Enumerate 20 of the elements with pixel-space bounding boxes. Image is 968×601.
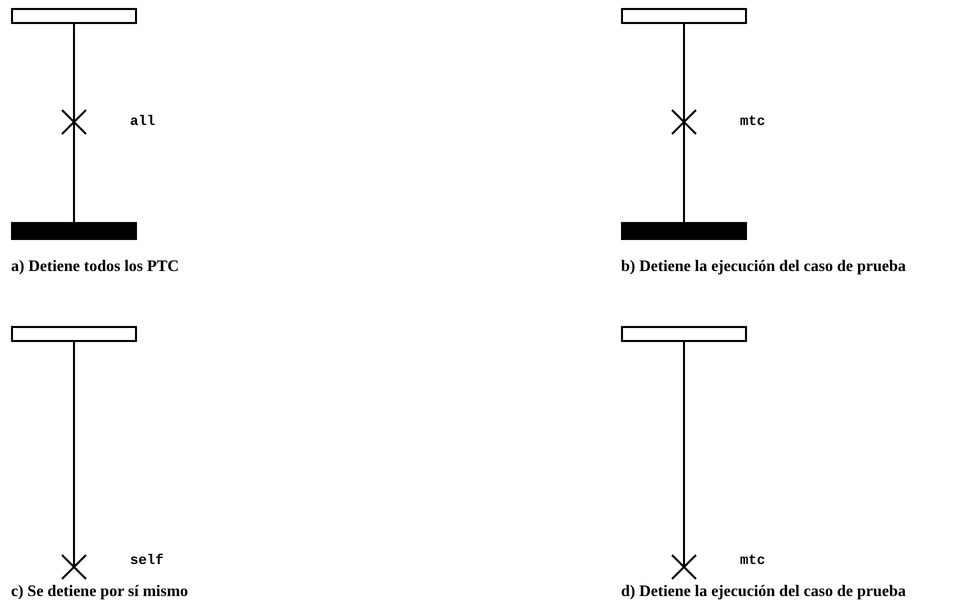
lifeline-head	[621, 326, 747, 342]
lifeline	[73, 135, 75, 222]
lifeline	[683, 342, 685, 554]
stop-cross-icon	[671, 554, 697, 580]
lifeline	[73, 342, 75, 554]
instance-label: all	[130, 114, 156, 130]
termination-bar	[621, 222, 747, 240]
lifeline-head	[621, 8, 747, 24]
lifeline	[683, 135, 685, 222]
instance-label: self	[130, 553, 164, 569]
instance-label: mtc	[740, 114, 766, 130]
lifeline-head	[11, 8, 137, 24]
instance-label: mtc	[740, 553, 766, 569]
lifeline	[683, 24, 685, 109]
stop-cross-icon	[61, 554, 87, 580]
lifeline-head	[11, 326, 137, 342]
lifeline	[73, 24, 75, 109]
stop-cross-icon	[671, 109, 697, 135]
stop-cross-icon	[61, 109, 87, 135]
termination-bar	[11, 222, 137, 240]
